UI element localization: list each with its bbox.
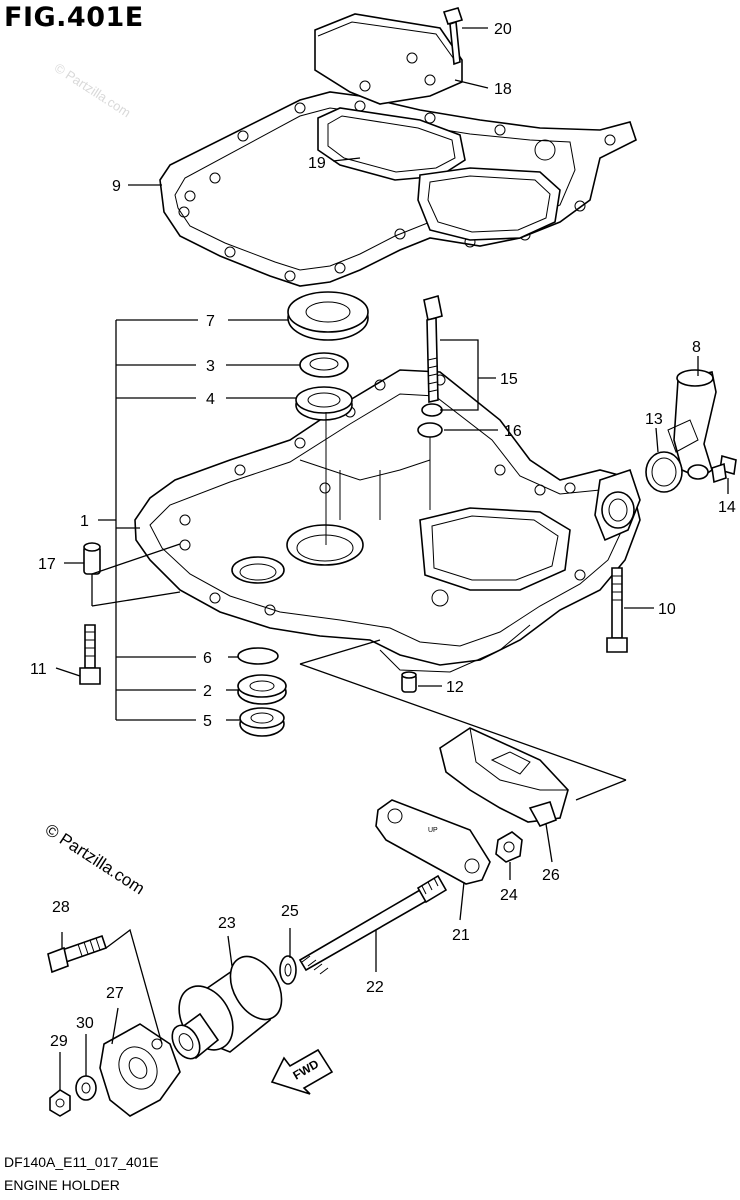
- callout-23: 23: [218, 915, 236, 932]
- callout-7: 7: [206, 313, 215, 330]
- washer-30: [75, 1075, 97, 1101]
- mount-cap: [99, 1023, 181, 1117]
- dowel-pin-small: [401, 671, 417, 693]
- washer-shaft: [279, 955, 297, 985]
- dowel-pin: [83, 542, 101, 575]
- bolt-top: [442, 7, 464, 66]
- callout-1: 1: [80, 513, 89, 530]
- washer-upper: [421, 403, 443, 417]
- callout-17: 17: [38, 556, 56, 573]
- bolt-elbow: [711, 454, 737, 484]
- callout-18: 18: [494, 81, 512, 98]
- engine-holder-body: [134, 369, 641, 673]
- rubber-mount: [171, 955, 283, 1060]
- callout-25: 25: [281, 903, 299, 920]
- bolt-left: [79, 624, 101, 685]
- callout-28: 28: [52, 899, 70, 916]
- figure-title: FIG.401E: [4, 2, 144, 33]
- svg-text:UP: UP: [428, 827, 438, 834]
- callout-24: 24: [500, 887, 518, 904]
- callout-9: 9: [112, 178, 121, 195]
- callout-26: 26: [542, 867, 560, 884]
- bearing: [237, 674, 287, 705]
- leader-lines: [55, 27, 729, 1090]
- oil-seal-medium: [295, 386, 353, 421]
- callout-11: 11: [30, 661, 47, 678]
- oil-seal-large: [287, 291, 369, 341]
- callout-10: 10: [658, 601, 676, 618]
- threaded-shaft: [298, 874, 448, 975]
- callout-27: 27: [106, 985, 124, 1002]
- callout-13: 13: [645, 411, 663, 428]
- callout-16: 16: [504, 423, 522, 440]
- bolt-right: [606, 567, 628, 653]
- callout-8: 8: [692, 339, 701, 356]
- callout-22: 22: [366, 979, 384, 996]
- callout-4: 4: [206, 391, 215, 408]
- figure-code: DF140A_E11_017_401E: [4, 1154, 159, 1170]
- callout-12: 12: [446, 679, 464, 696]
- callout-5: 5: [203, 713, 212, 730]
- bolt-28: [47, 934, 108, 974]
- callout-14: 14: [718, 499, 736, 516]
- callout-20: 20: [494, 21, 512, 38]
- cover-plate: [314, 13, 463, 105]
- water-elbow: [667, 369, 717, 480]
- figure-caption: ENGINE HOLDER: [4, 1177, 120, 1193]
- callout-3: 3: [206, 358, 215, 375]
- snap-ring: [237, 647, 279, 665]
- nut-mount: [495, 831, 523, 863]
- seal-ring: [299, 352, 349, 378]
- callout-labels: 20 18 19 9 7 3 4 15 16 8 13 14 1 17 10 1…: [30, 21, 736, 1050]
- callout-2: 2: [203, 683, 212, 700]
- forward-arrow-icon: FWD: [270, 1048, 334, 1095]
- callout-21: 21: [452, 927, 470, 944]
- mount-bracket: [439, 727, 569, 827]
- oil-seal-small: [239, 707, 285, 737]
- plate-gasket: UP: [375, 799, 491, 885]
- callout-15: 15: [500, 371, 518, 388]
- nut-29: [49, 1089, 71, 1117]
- callout-6: 6: [203, 650, 212, 667]
- gasket-inner: [317, 107, 561, 241]
- long-bolt: [423, 294, 443, 403]
- callout-19: 19: [308, 155, 326, 172]
- callout-29: 29: [50, 1033, 68, 1050]
- washer-lower: [417, 422, 443, 438]
- callout-30: 30: [76, 1015, 94, 1032]
